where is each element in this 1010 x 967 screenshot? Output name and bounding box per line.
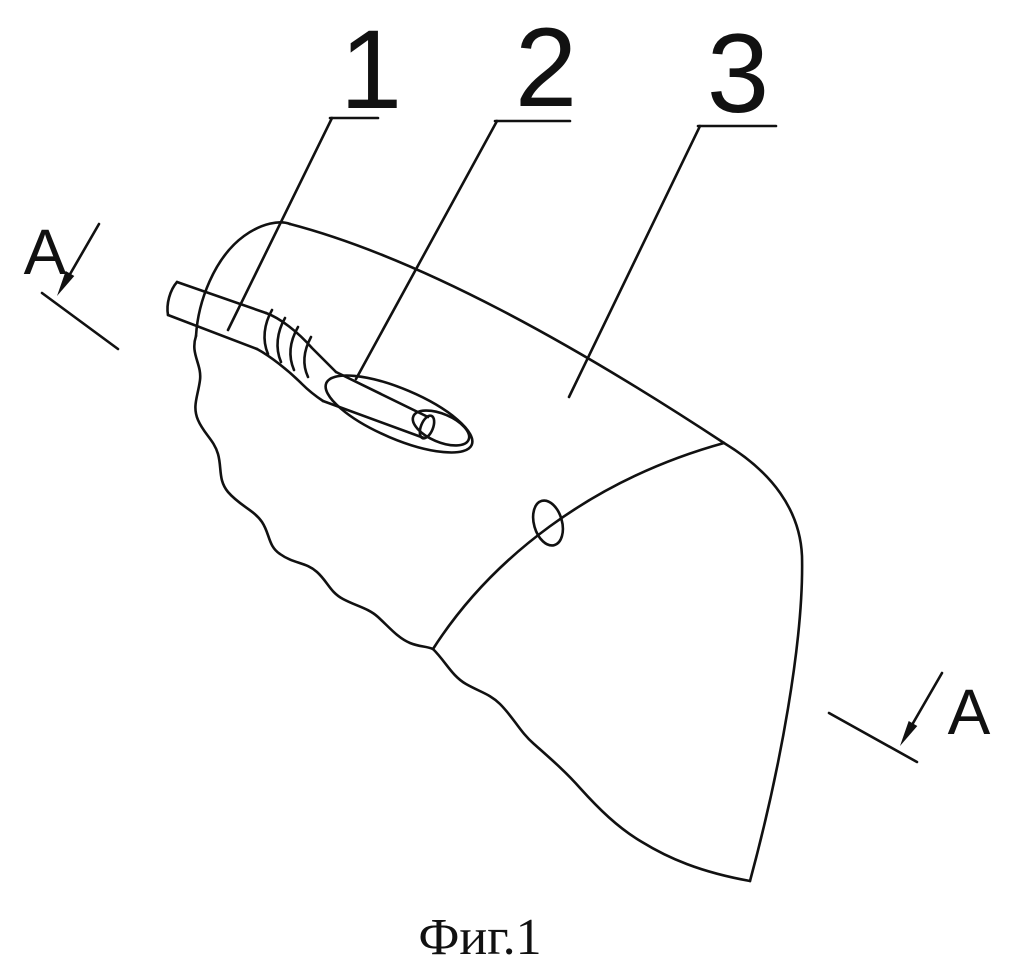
- callout-1-leader: [226, 116, 334, 332]
- section-label-a-right: А: [947, 676, 991, 748]
- blade-inner-curve: [431, 441, 726, 651]
- probe-tube-bottom: [166, 313, 259, 351]
- callout-label-3: 3: [706, 11, 770, 136]
- section-cut-markers: [40, 222, 944, 764]
- callout-label-1: 1: [339, 7, 403, 132]
- probe-cone-top: [334, 370, 430, 419]
- blade-torn-left-edge: [193, 334, 435, 651]
- blade-right-edge: [722, 441, 804, 883]
- blade-torn-bottom-edge: [431, 647, 752, 883]
- callout-3-leader: [567, 124, 702, 399]
- fitting-rib: [303, 335, 313, 379]
- mounting-slot: [324, 374, 474, 454]
- probe-tube-end-cap: [166, 280, 179, 317]
- section-arrow-left-head: [57, 271, 75, 296]
- fitting-rib: [276, 316, 287, 364]
- blade-hump-edge: [194, 221, 292, 338]
- callout-label-2: 2: [514, 5, 578, 130]
- figure-caption: Фиг.1: [418, 909, 542, 966]
- fitting-rib: [263, 308, 274, 356]
- fitting-bottom-outline: [255, 347, 325, 403]
- blade-top-edge: [288, 222, 726, 445]
- probe-cone-tip: [418, 414, 436, 440]
- probe-tube-top: [175, 280, 268, 315]
- section-trace-left: [40, 291, 120, 351]
- blade-body-outline: [193, 221, 804, 883]
- fitting-top-outline: [264, 311, 338, 374]
- probe-assembly: [166, 280, 474, 454]
- fitting-rib: [289, 325, 300, 372]
- section-trace-right: [827, 711, 919, 764]
- callout-2-leader: [354, 119, 499, 381]
- surface-hole: [531, 499, 565, 547]
- slot-inner-hole: [411, 409, 471, 447]
- section-arrow-right-head: [900, 721, 918, 746]
- section-label-a-left: А: [23, 216, 67, 288]
- leader-lines: [226, 116, 778, 399]
